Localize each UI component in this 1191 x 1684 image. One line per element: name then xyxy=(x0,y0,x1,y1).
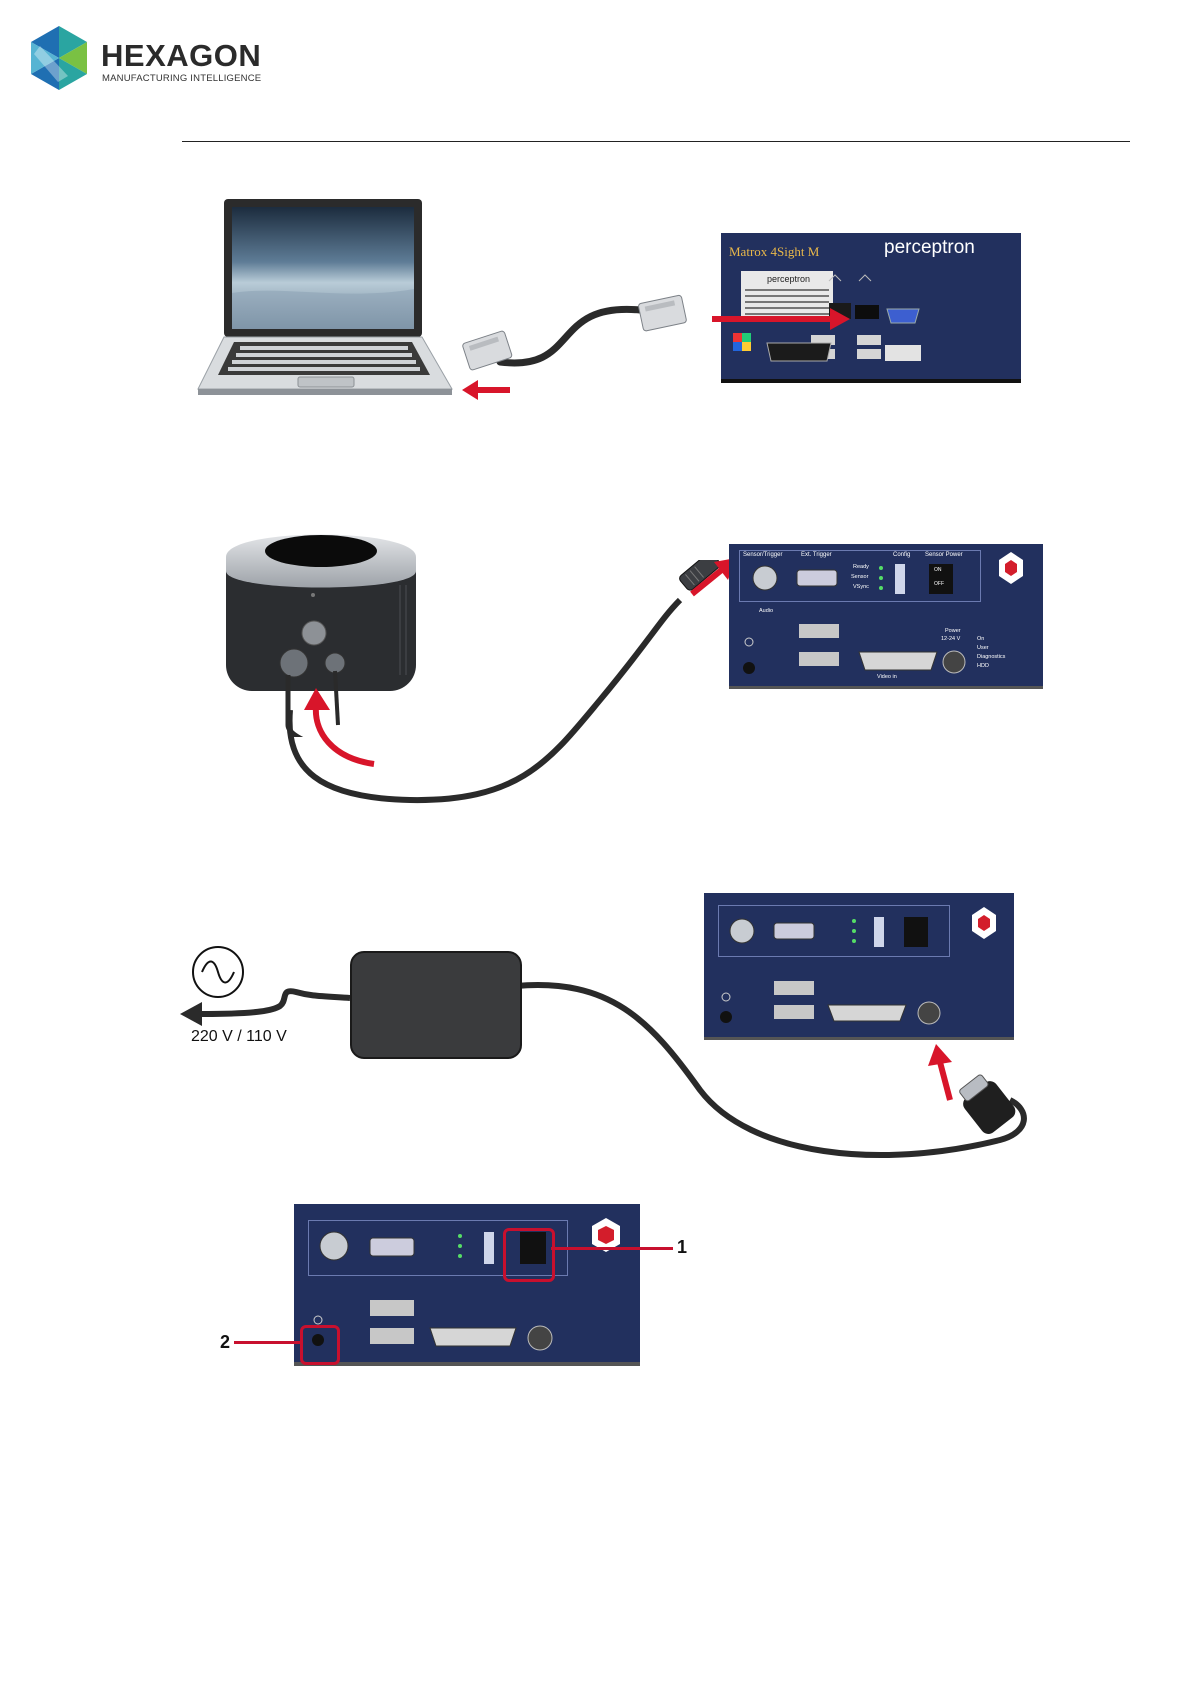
controller-panel-2: Sensor/Trigger Ext. Trigger Config Senso… xyxy=(729,544,1043,689)
callout-2-label: 2 xyxy=(220,1333,230,1351)
callout-1-line xyxy=(551,1247,673,1250)
status-diagnostics-label: Diagnostics xyxy=(977,654,1005,660)
pc-brand-label: perceptron xyxy=(884,237,975,259)
laptop-icon xyxy=(194,197,456,399)
arrow-to-pc-ethernet-icon xyxy=(712,308,850,330)
video-in-label: Video in xyxy=(877,674,897,680)
status-user-label: User xyxy=(977,645,989,651)
callout-1-label: 1 xyxy=(677,1238,687,1256)
led-ready-label: Ready xyxy=(853,564,869,570)
arrow-to-laptop-icon xyxy=(462,380,512,400)
power-label: Power xyxy=(945,628,961,634)
pc-power-button-highlight xyxy=(300,1325,340,1365)
power-voltage-label: 12-24 V xyxy=(941,636,960,642)
pc-model-label: Matrox 4Sight M xyxy=(729,244,819,260)
led-sensor-label: Sensor xyxy=(851,574,868,580)
switch-on-label: ON xyxy=(934,567,942,573)
status-hdd-label: HDD xyxy=(977,663,989,669)
sensor-cable-icon xyxy=(280,560,740,810)
config-label: Config xyxy=(893,552,910,558)
led-vsync-label: VSync xyxy=(853,584,869,590)
status-on-label: On xyxy=(977,636,984,642)
sensor-power-label: Sensor Power xyxy=(925,552,963,558)
audio-label: Audio xyxy=(759,608,773,614)
pc-sticker-brand: perceptron xyxy=(767,274,810,284)
arrow-to-power-port-icon xyxy=(926,1044,962,1102)
hexagon-logo-icon xyxy=(28,24,90,92)
arrow-to-sensor-icon xyxy=(302,688,382,768)
sensor-power-switch-highlight xyxy=(503,1228,555,1282)
sensor-trigger-label: Sensor/Trigger xyxy=(743,552,782,558)
controller-panel-4 xyxy=(294,1204,640,1366)
logo-wordmark: HEXAGON xyxy=(101,40,261,71)
controller-panel-3 xyxy=(704,893,1014,1040)
logo-tagline: MANUFACTURING INTELLIGENCE xyxy=(102,74,261,84)
controller-4-ports xyxy=(294,1204,640,1362)
ext-trigger-label: Ext. Trigger xyxy=(801,552,832,558)
controller-3-ports xyxy=(704,893,1014,1037)
switch-off-label: OFF xyxy=(934,581,944,587)
power-supply-brick xyxy=(350,951,522,1059)
controller-2-ports xyxy=(729,544,1043,686)
header-rule xyxy=(182,141,1130,142)
callout-2-line xyxy=(234,1341,300,1344)
